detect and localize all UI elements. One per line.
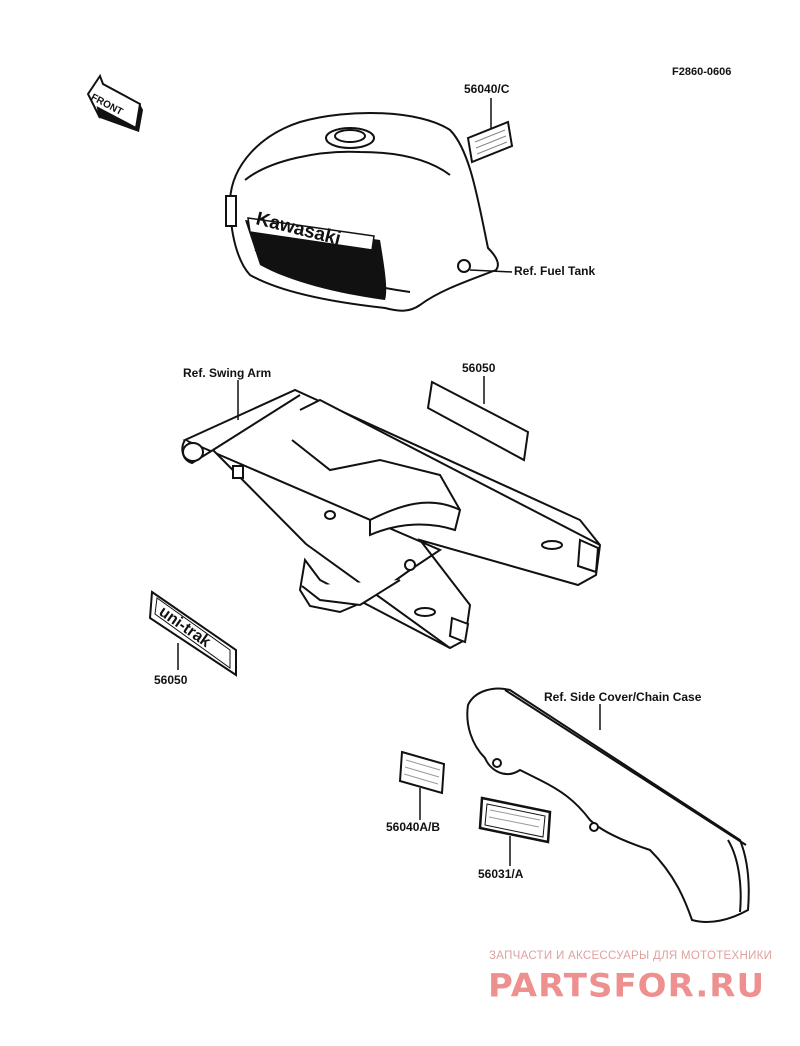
decal-56040ab bbox=[398, 750, 446, 820]
watermark-tagline: ЗАПЧАСТИ И АКСЕССУАРЫ ДЛЯ МОТОТЕХНИКИ bbox=[489, 950, 773, 962]
decal-56040c bbox=[466, 98, 514, 164]
figure-code: F2860-0606 bbox=[672, 66, 732, 78]
part-number-56031a: 56031/A bbox=[478, 867, 524, 881]
decal-56031a bbox=[478, 796, 552, 866]
tank-stripe-white bbox=[247, 217, 375, 251]
decal-56050-unitrak: uni-trak bbox=[148, 590, 237, 677]
part-number-56050-upper: 56050 bbox=[462, 361, 496, 375]
ref-swing-arm: Ref. Swing Arm bbox=[183, 366, 272, 380]
ref-side-cover-chain-case: Ref. Side Cover/Chain Case bbox=[544, 690, 702, 704]
side-cover-chain-case bbox=[466, 687, 750, 923]
watermark-brand-logo: PARTSFOR.RU bbox=[488, 967, 766, 1005]
part-number-56040c: 56040/C bbox=[464, 82, 510, 96]
swing-arm bbox=[181, 388, 602, 650]
part-number-56040ab: 56040A/B bbox=[386, 820, 441, 834]
decal-56050-upper bbox=[426, 376, 530, 462]
ref-fuel-tank: Ref. Fuel Tank bbox=[514, 264, 596, 278]
part-number-56050-unitrak: 56050 bbox=[154, 673, 188, 687]
front-arrow-icon bbox=[86, 73, 143, 132]
fuel-tank bbox=[225, 112, 499, 312]
leader-fuel-tank bbox=[469, 269, 513, 273]
